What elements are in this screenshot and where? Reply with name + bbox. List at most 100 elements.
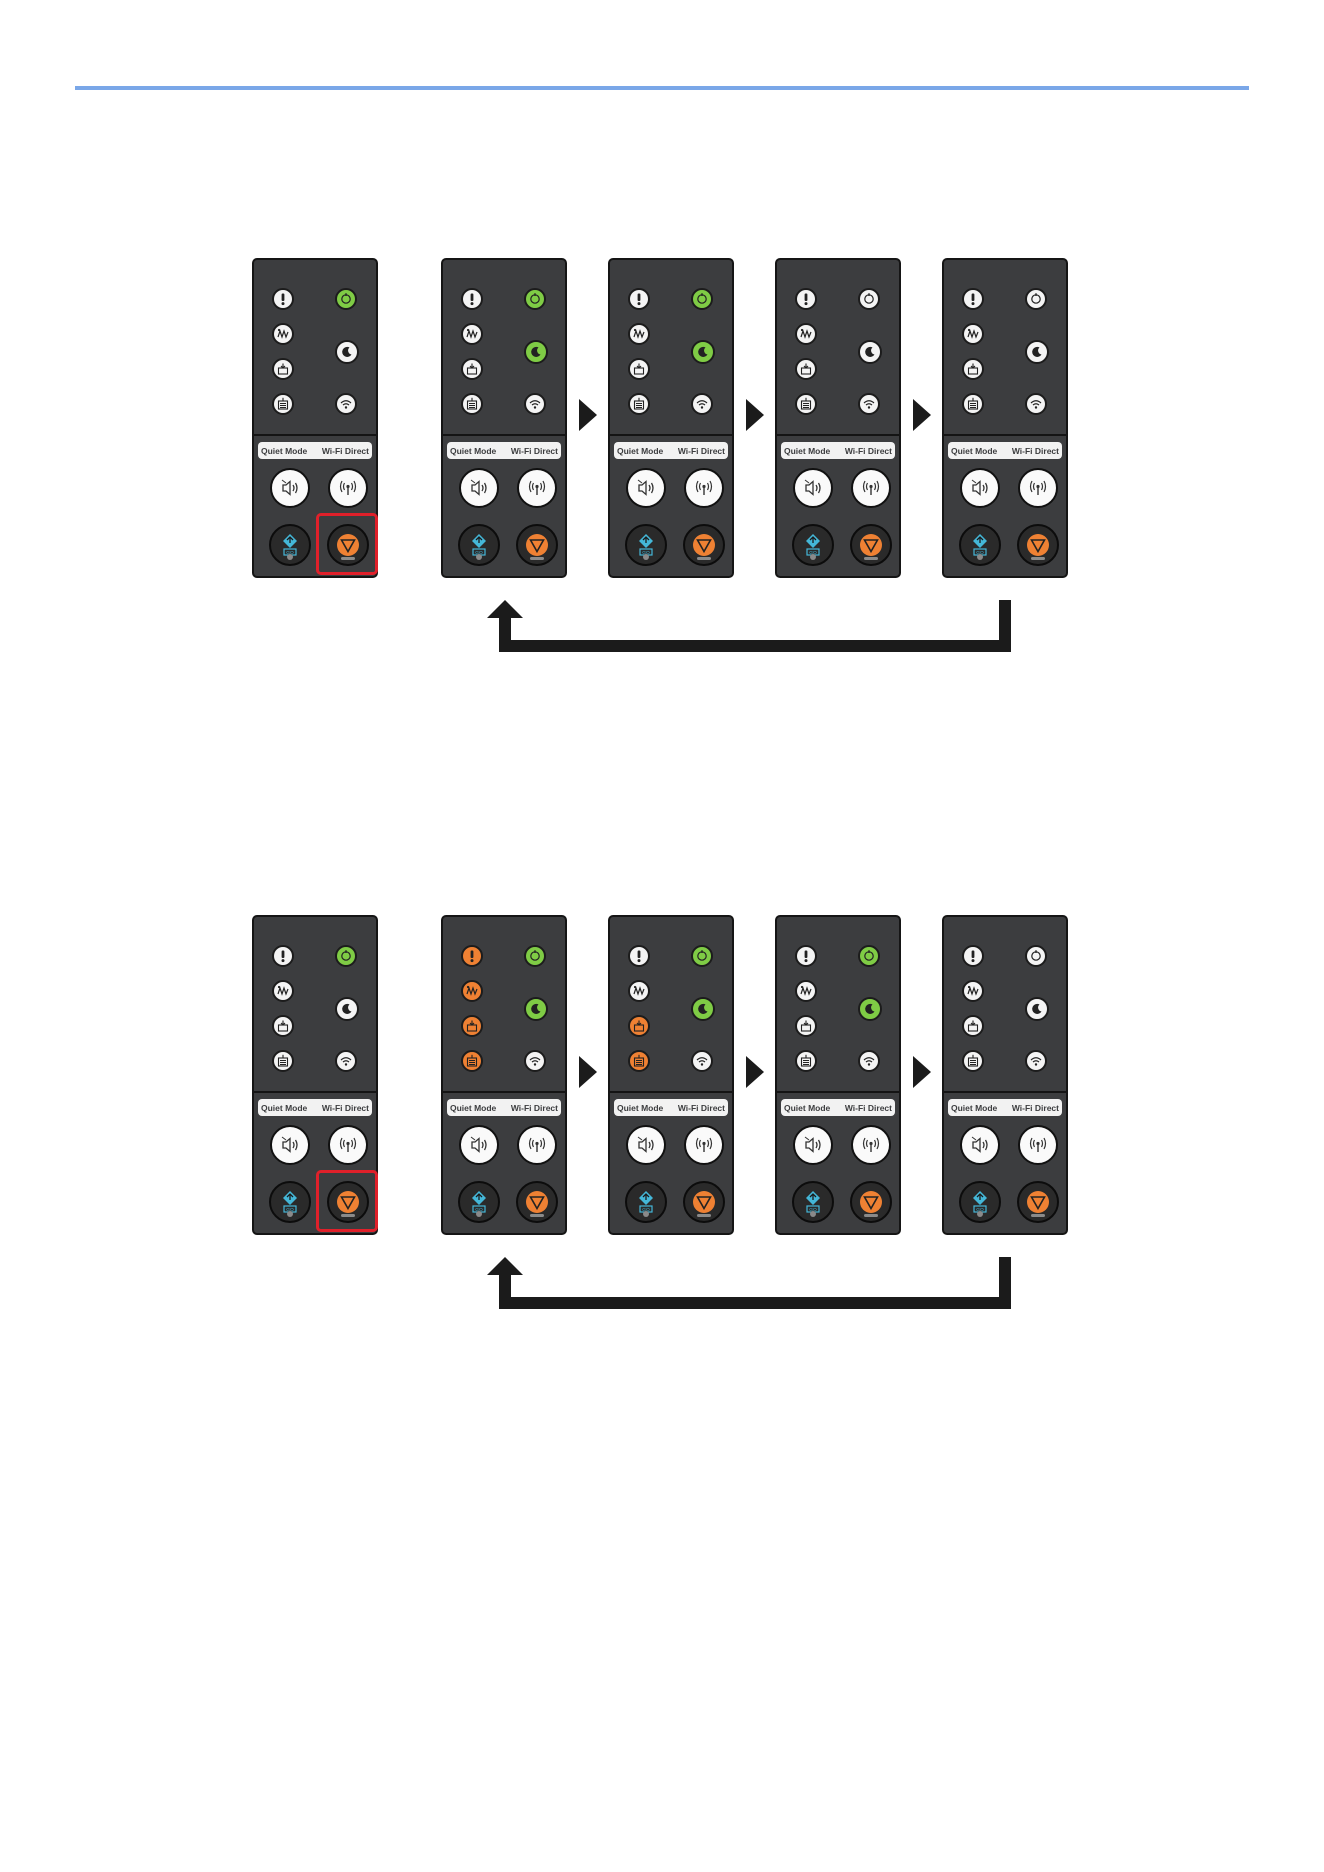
button-label-bar: Quiet ModeWi-Fi Direct (948, 1099, 1062, 1116)
go-button[interactable]: GO (458, 1181, 500, 1223)
quiet-mode-icon (969, 477, 991, 499)
go-button[interactable]: GO (792, 1181, 834, 1223)
quiet-mode-button[interactable] (459, 1125, 499, 1165)
quiet-mode-button[interactable] (270, 468, 310, 508)
sleep-icon (524, 997, 548, 1021)
stop-button[interactable] (1017, 524, 1059, 566)
quiet-mode-icon (969, 1134, 991, 1156)
wifi-direct-button[interactable] (1018, 1125, 1058, 1165)
ready-icon (524, 288, 546, 310)
quiet-mode-icon (468, 477, 490, 499)
quiet-mode-button[interactable] (793, 468, 833, 508)
wifi-direct-icon (1027, 1134, 1049, 1156)
wifi-icon (335, 393, 357, 415)
go-indicator (287, 554, 293, 560)
quiet-mode-button[interactable] (270, 1125, 310, 1165)
stop-button[interactable] (683, 524, 725, 566)
panel-divider (254, 434, 376, 436)
quiet-mode-label: Quiet Mode (450, 446, 496, 456)
wifi-icon (335, 1050, 357, 1072)
go-button[interactable]: GO (269, 1181, 311, 1223)
panel-divider (777, 1091, 899, 1093)
quiet-mode-label: Quiet Mode (951, 1103, 997, 1113)
go-indicator (476, 554, 482, 560)
wifi-direct-button[interactable] (684, 468, 724, 508)
wifi-icon (524, 393, 546, 415)
wifi-direct-label: Wi-Fi Direct (678, 1103, 725, 1113)
sleep-icon (1025, 340, 1049, 364)
attention-icon (795, 288, 817, 310)
wifi-direct-button[interactable] (851, 468, 891, 508)
wifi-direct-button[interactable] (328, 468, 368, 508)
attention-icon (272, 945, 294, 967)
sleep-icon (858, 340, 882, 364)
stop-indicator (1031, 1214, 1045, 1217)
panel-divider (777, 434, 899, 436)
ready-icon (1025, 288, 1047, 310)
stop-button[interactable] (1017, 1181, 1059, 1223)
quiet-mode-button[interactable] (626, 1125, 666, 1165)
button-label-bar: Quiet ModeWi-Fi Direct (948, 442, 1062, 459)
quiet-mode-icon (635, 1134, 657, 1156)
stop-button[interactable] (683, 1181, 725, 1223)
loop-arrow-bottom (499, 640, 1011, 652)
paper-jam-icon (962, 980, 984, 1002)
stop-button[interactable] (850, 524, 892, 566)
quiet-mode-button[interactable] (960, 1125, 1000, 1165)
wifi-direct-button[interactable] (684, 1125, 724, 1165)
stop-indicator (864, 557, 878, 560)
stop-icon (858, 532, 884, 558)
paper-tray-icon (461, 393, 483, 415)
quiet-mode-button[interactable] (793, 1125, 833, 1165)
wifi-direct-label: Wi-Fi Direct (1012, 446, 1059, 456)
button-label-bar: Quiet Mode Wi-Fi Direct (614, 1099, 728, 1116)
wifi-direct-button[interactable] (851, 1125, 891, 1165)
stop-button[interactable] (516, 524, 558, 566)
loop-arrow-bottom (499, 1297, 1011, 1309)
quiet-mode-label: Quiet Mode (617, 1103, 663, 1113)
wifi-icon (858, 393, 880, 415)
go-button[interactable]: GO (959, 1181, 1001, 1223)
wifi-direct-label: Wi-Fi Direct (845, 446, 892, 456)
quiet-mode-icon (802, 477, 824, 499)
quiet-mode-button[interactable] (459, 468, 499, 508)
go-indicator (643, 554, 649, 560)
quiet-mode-label: Quiet Mode (617, 446, 663, 456)
wifi-direct-button[interactable] (1018, 468, 1058, 508)
go-button[interactable]: GO (269, 524, 311, 566)
quiet-mode-button[interactable] (960, 468, 1000, 508)
attention-icon (628, 288, 650, 310)
ready-icon (1025, 945, 1047, 967)
sleep-icon (1025, 997, 1049, 1021)
quiet-mode-button[interactable] (626, 468, 666, 508)
control-panel: Quiet ModeWi-Fi DirectGO (608, 258, 734, 578)
stop-indicator (530, 557, 544, 560)
go-button[interactable]: GO (792, 524, 834, 566)
wifi-direct-icon (526, 477, 548, 499)
wifi-direct-button[interactable] (517, 468, 557, 508)
go-indicator (287, 1211, 293, 1217)
go-button[interactable]: GO (959, 524, 1001, 566)
loop-arrow-left-riser (499, 1275, 511, 1309)
panel-divider (944, 434, 1066, 436)
sleep-icon (858, 997, 882, 1021)
stop-icon (1025, 532, 1051, 558)
go-button[interactable]: GO (458, 524, 500, 566)
go-button[interactable]: GO (625, 524, 667, 566)
step-arrow (579, 1056, 597, 1088)
loop-arrow-head (487, 600, 523, 618)
ready-icon (858, 945, 880, 967)
stop-button[interactable] (850, 1181, 892, 1223)
go-button[interactable]: GO (625, 1181, 667, 1223)
wifi-direct-button[interactable] (517, 1125, 557, 1165)
ready-icon (335, 945, 357, 967)
control-panel: Quiet ModeWi-Fi DirectGO (775, 915, 901, 1235)
paper-jam-icon (461, 980, 483, 1002)
ready-icon (691, 288, 713, 310)
ready-icon (524, 945, 546, 967)
wifi-direct-button[interactable] (328, 1125, 368, 1165)
stop-button[interactable] (516, 1181, 558, 1223)
wifi-direct-label: Wi-Fi Direct (845, 1103, 892, 1113)
wifi-direct-icon (693, 1134, 715, 1156)
